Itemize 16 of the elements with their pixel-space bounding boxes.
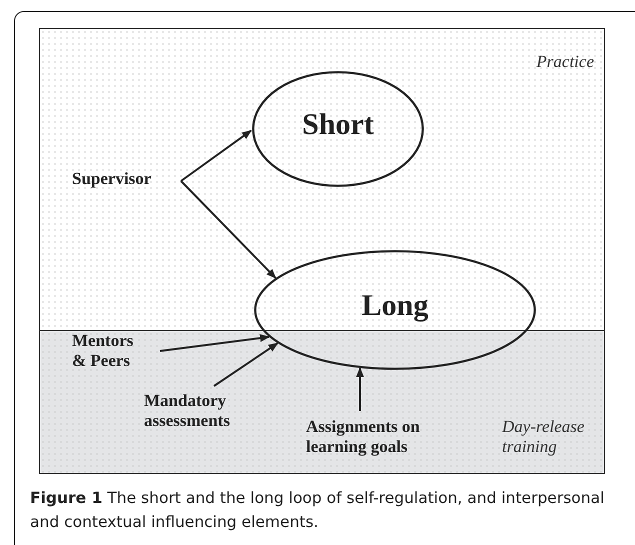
- influence-label: Supervisor: [72, 169, 172, 190]
- loop-label: Short: [301, 110, 375, 140]
- influence-label: Assignments on learning goals: [306, 417, 466, 458]
- influence-label: Mandatory assessments: [144, 391, 254, 432]
- loop-label: Long: [360, 291, 430, 322]
- region-panel: [39, 330, 605, 474]
- region-label: Day-release training: [502, 417, 586, 458]
- arrow: [356, 367, 364, 411]
- arrow: [160, 334, 270, 352]
- arrow: [213, 342, 278, 387]
- region-panel: [39, 28, 605, 331]
- figure-caption: Figure 1 The short and the long loop of self-regulation, and interpersonal and contextual influencing elements.: [30, 488, 605, 534]
- arrow: [180, 130, 252, 182]
- region-label: Practice: [535, 52, 594, 72]
- arrow: [180, 180, 276, 279]
- influence-label: Mentors & Peers: [72, 331, 144, 372]
